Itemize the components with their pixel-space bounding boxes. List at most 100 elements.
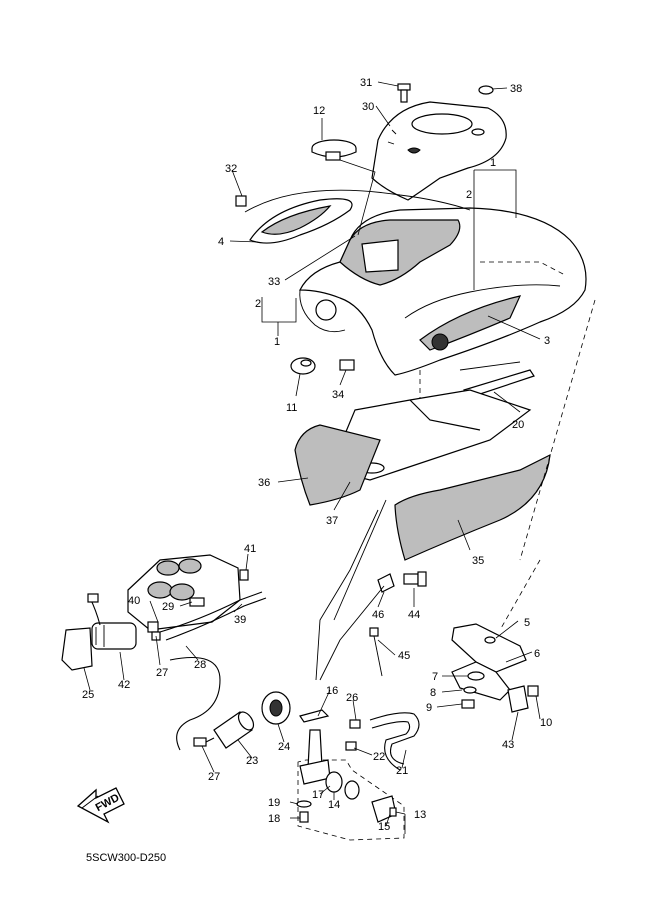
tank-top-cover: [371, 101, 507, 201]
callout-37: 37: [326, 515, 338, 527]
bolt-9: [461, 699, 475, 709]
callout-7: 7: [432, 671, 438, 683]
callout-1-upper: 1: [490, 157, 496, 169]
collar-8: [463, 686, 477, 694]
bracket-43: [507, 685, 529, 713]
clip-26: [349, 719, 361, 729]
fuel-tank: [299, 207, 587, 440]
callout-14: 14: [328, 799, 340, 811]
collar-46: [377, 573, 395, 593]
callout-45: 45: [398, 650, 410, 662]
callout-27-lower: 27: [208, 771, 220, 783]
fwd-arrow-icon: FWD: [76, 787, 125, 824]
callout-22: 22: [373, 751, 385, 763]
fuel-line-run: [315, 509, 379, 681]
side-emblem-4: [249, 198, 353, 244]
callout-23: 23: [246, 755, 258, 767]
callout-4: 4: [218, 236, 224, 248]
bolt-31: [397, 83, 411, 103]
band-45: [373, 635, 383, 677]
hose-21: [369, 712, 420, 765]
callout-11: 11: [286, 402, 297, 414]
callout-42: 42: [118, 679, 130, 691]
callout-8: 8: [430, 687, 436, 699]
callout-24: 24: [278, 741, 290, 753]
bolt-44: [403, 571, 427, 587]
callout-9: 9: [426, 702, 432, 714]
callout-13: 13: [414, 809, 426, 821]
clip-32: [235, 195, 247, 207]
callout-labels: 31 38 30 12 1 32 2 4 33 2 1 3 11 34 20 3…: [82, 77, 552, 833]
callout-3: 3: [544, 335, 550, 347]
callout-29: 29: [162, 601, 174, 613]
callout-6: 6: [534, 648, 540, 660]
callout-17: 17: [312, 789, 324, 801]
bracket-25: [61, 627, 93, 671]
band-45-head: [369, 627, 379, 637]
callout-21: 21: [396, 765, 408, 777]
callout-5: 5: [524, 617, 530, 629]
fuel-filter-42: [91, 622, 137, 650]
fuel-cock-16: [299, 709, 331, 785]
gasket-14: [344, 780, 360, 800]
callout-10: 10: [540, 717, 552, 729]
callout-25: 25: [82, 689, 94, 701]
callout-36: 36: [258, 477, 270, 489]
hose-28: [169, 656, 221, 751]
damper-34: [339, 359, 355, 371]
nut-11: [290, 357, 316, 375]
callout-35: 35: [472, 555, 484, 567]
callout-34: 34: [332, 389, 344, 401]
clip-41: [239, 569, 249, 581]
callout-33: 33: [268, 276, 280, 288]
callout-16: 16: [326, 685, 338, 697]
callout-43: 43: [502, 739, 514, 751]
hose-39: [159, 591, 263, 633]
callout-18: 18: [268, 813, 280, 825]
callout-32: 32: [225, 163, 237, 175]
clip-29: [189, 597, 205, 607]
callout-2-lower: 2: [255, 298, 261, 310]
callout-28: 28: [194, 659, 206, 671]
damper-7: [467, 671, 485, 681]
insulator-35: [394, 453, 551, 561]
clip-22: [345, 741, 357, 751]
bolt-10: [527, 685, 539, 697]
callout-20: 20: [512, 419, 524, 431]
callout-12: 12: [313, 105, 325, 117]
clip-27-lower: [193, 737, 207, 747]
callout-30: 30: [362, 101, 374, 113]
clip-40: [147, 621, 159, 633]
washer-19: [296, 800, 312, 808]
damper-24: [261, 691, 291, 725]
callout-19: 19: [268, 797, 280, 809]
callout-31: 31: [360, 77, 372, 89]
bracket-5: [451, 623, 527, 673]
callout-15: 15: [378, 821, 390, 833]
fuel-filter-23: [213, 711, 255, 749]
diagram-code: 5SCW300-D250: [86, 852, 166, 864]
insulator-36: [294, 424, 381, 506]
screw-15: [389, 807, 397, 817]
callout-40: 40: [128, 595, 140, 607]
fuel-pump-assy: [127, 554, 241, 631]
bracket-6: [451, 661, 511, 701]
callout-46: 46: [372, 609, 384, 621]
leader-lines: [83, 81, 541, 834]
tank-rear-edge: [244, 189, 471, 213]
screw-18: [299, 811, 309, 823]
callout-44: 44: [408, 609, 420, 621]
callout-2-upper: 2: [466, 189, 472, 201]
callout-38: 38: [510, 83, 522, 95]
callout-27-upper: 27: [156, 667, 168, 679]
callout-41: 41: [244, 543, 256, 555]
callout-39: 39: [234, 614, 246, 626]
grommet-38: [478, 85, 494, 95]
connector: [87, 593, 99, 603]
oring-17: [325, 771, 343, 793]
fuel-cock-group-13: [297, 759, 405, 841]
callout-26: 26: [346, 692, 358, 704]
fuel-cap-12: [311, 139, 357, 161]
callout-1-lower: 1: [274, 336, 280, 348]
